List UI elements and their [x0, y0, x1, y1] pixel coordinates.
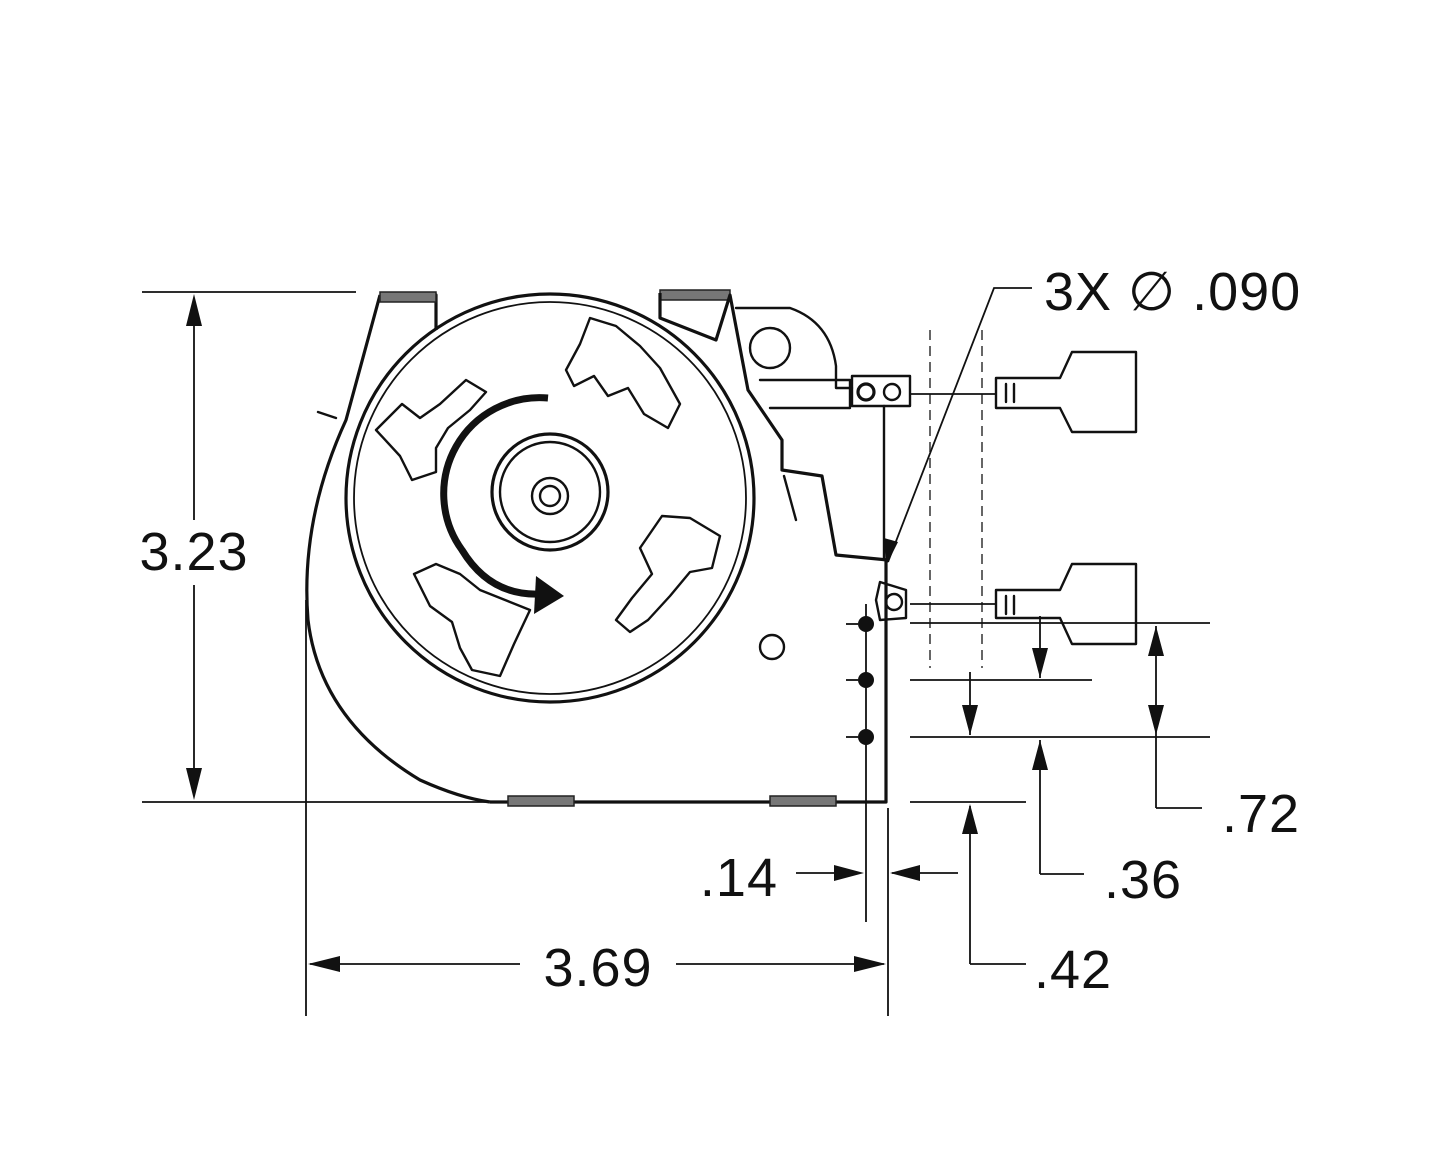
- terminal-lower: [994, 562, 1138, 646]
- rotation-arrow-icon: [440, 394, 549, 598]
- dimension-offset: .14: [700, 848, 958, 908]
- hole-callout-label: 3X ∅ .090: [1044, 262, 1301, 322]
- terminal-upper: [994, 350, 1138, 434]
- height-label: 3.23: [139, 522, 248, 582]
- blower-wheel: [344, 292, 756, 704]
- blower-housing: [305, 289, 912, 807]
- hole-1: [858, 616, 874, 632]
- hole-callout: 3X ∅ .090: [884, 262, 1301, 566]
- mount-pad-bottom-right: [769, 795, 837, 807]
- mount-pad-top-right: [659, 289, 731, 301]
- dimension-42: .42: [962, 672, 1112, 1000]
- mounting-holes: [846, 604, 874, 922]
- width-label: 3.69: [543, 938, 652, 998]
- dim-72-label: .72: [1222, 784, 1300, 844]
- hole-3: [858, 729, 874, 745]
- terminal-block-top: [850, 374, 912, 408]
- mount-hole: [758, 633, 786, 661]
- mount-pad-bottom-left: [507, 795, 575, 807]
- mount-pad-top-left: [379, 291, 437, 303]
- dimension-36: .36: [1032, 616, 1182, 910]
- dimension-width: 3.69: [305, 600, 889, 1016]
- hole-2: [858, 672, 874, 688]
- dim-36-label: .36: [1104, 850, 1182, 910]
- dimension-height: 3.23: [139, 291, 488, 803]
- wheel-hub: [490, 432, 610, 552]
- quick-connect-terminals: [910, 330, 1138, 668]
- hole-extension-lines: [910, 622, 1210, 803]
- dim-42-label: .42: [1034, 940, 1112, 1000]
- dimension-72: .72: [1148, 626, 1300, 844]
- offset-label: .14: [700, 848, 778, 908]
